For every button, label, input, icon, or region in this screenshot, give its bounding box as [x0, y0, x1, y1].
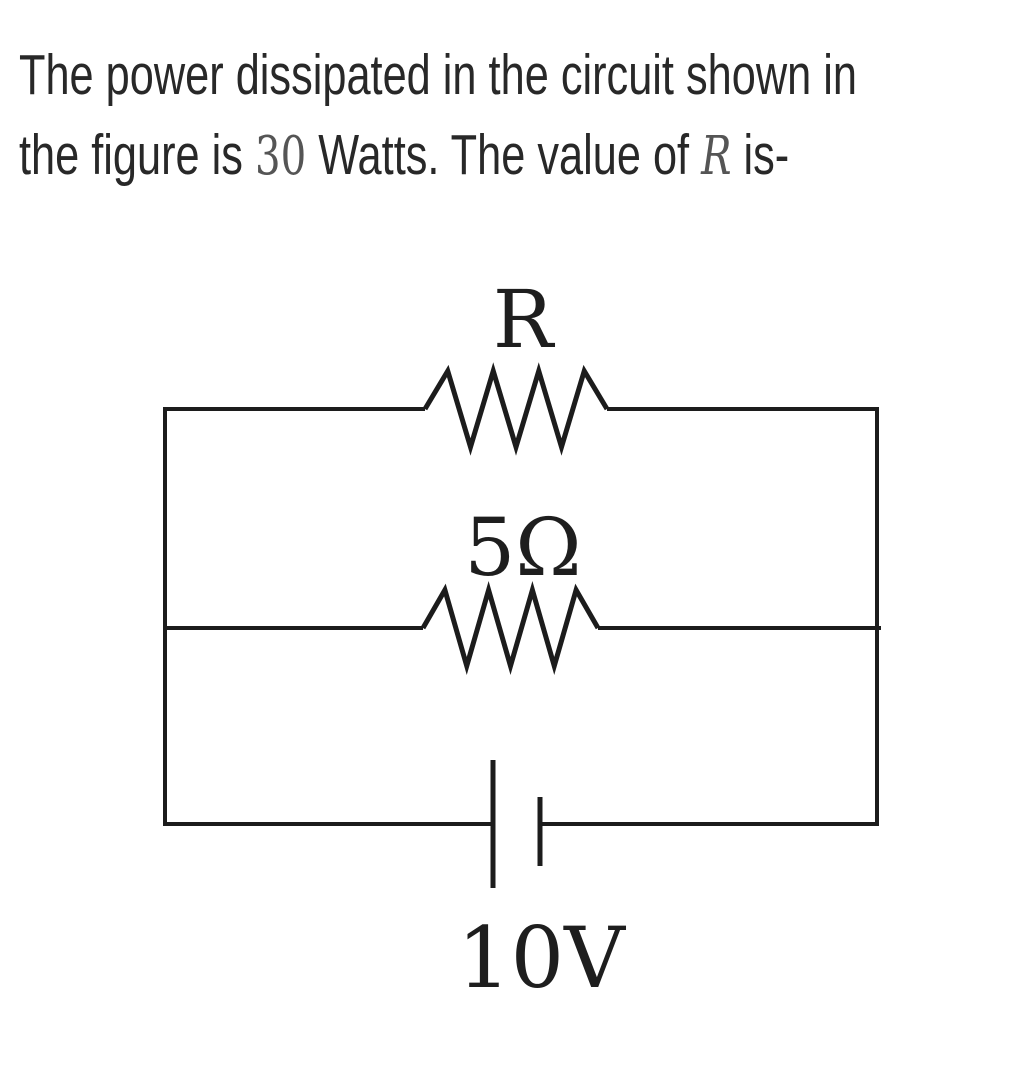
middle-resistor-label: 5Ω: [464, 501, 581, 594]
question-line-2-mid: Watts. The value of: [306, 123, 702, 187]
resistor-5ohm-zigzag: [420, 580, 601, 676]
resistor-R-zigzag: [422, 362, 610, 456]
question-line-2: the figure is 30 Watts. The value of R i…: [19, 115, 857, 196]
question-line-2-prefix: the figure is: [19, 123, 255, 187]
question-line-1: The power dissipated in the circuit show…: [19, 43, 857, 107]
battery-symbol: [490, 760, 543, 888]
battery-label: 10V: [457, 909, 626, 1007]
top-resistor-label: R: [493, 273, 556, 366]
circuit-wires: [163, 407, 881, 826]
power-value: 30: [254, 125, 307, 187]
question-text: The power dissipated in the circuit show…: [19, 35, 1024, 196]
resistance-symbol: R: [701, 125, 732, 187]
question-line-2-suffix: is-: [731, 123, 790, 187]
